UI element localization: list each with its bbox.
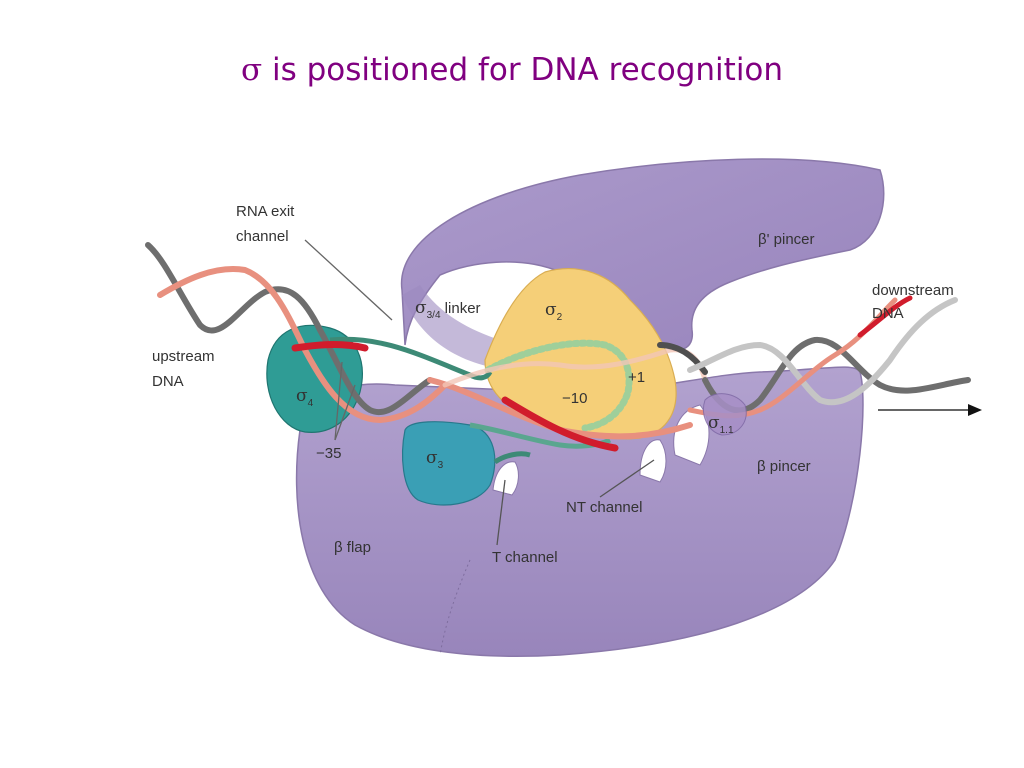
body-divider-line [439,559,471,656]
sigma34-linker-label: σ3/4 linker [415,298,481,321]
nt-channel-leader-line [599,459,655,498]
sigma11-symbol: σ [708,413,720,433]
sigma34-linker-region [402,285,510,370]
sigma4-label: σ4 [296,386,314,409]
sigma2-subscript: 2 [557,312,563,323]
t-channel-leader-line [496,479,506,546]
minus35-element [291,341,369,352]
nt-channel-label: NT channel [566,499,642,516]
sigma4-subscript: 4 [308,398,314,409]
sigma3-subscript: 3 [438,460,444,471]
sigma3-t-strand [493,451,531,465]
sigma34-subscript: 3/4 [427,310,441,321]
beta-prime-pincer-shape [400,158,885,351]
sigma-linker-strand [329,336,493,381]
rna-exit-label-line2: channel [236,228,289,245]
rna-exit-leader-line [304,239,393,321]
minus35-label: −35 [316,445,341,462]
direction-arrow-head [968,404,982,416]
sigma34-linker-text: linker [441,300,481,317]
dna-dark-strand-mid [657,342,708,375]
beta-flap-label: β flap [334,539,371,556]
t-channel-label: T channel [492,549,558,566]
upstream-dna-label-line1: upstream [152,348,215,365]
plus1-label: +1 [628,369,645,386]
sigma2-dna-strand [484,339,633,432]
dna-template-strand-upstream [145,242,433,415]
sigma3-domain [401,421,496,506]
sigma11-subscript: 1.1 [720,425,734,436]
title-sigma-symbol: σ [240,52,263,88]
t-channel-notch [492,461,519,496]
beta-pincer-notch [673,404,710,466]
rna-exit-label-line1: RNA exit [236,203,295,220]
minus35-leader-line-b [334,384,356,441]
sigma11-label: σ1.1 [708,413,734,436]
downstream-dna-label-line1: downstream [872,282,954,299]
minus10-label: −10 [562,390,587,407]
sigma3-symbol: σ [426,448,438,468]
dna-red-strand-downstream [857,295,913,338]
sigma2-symbol: σ [545,300,557,320]
sigma34-symbol: σ [415,298,427,318]
beta-pincer-label: β pincer [757,458,811,475]
downstream-dna-label-line2: DNA [872,305,904,322]
dna-light-strand-downstream [687,297,958,406]
sigma4-symbol: σ [296,386,308,406]
beta-prime-pincer-label: β' pincer [758,231,815,248]
sigma11-domain [703,393,747,436]
sigma3-label: σ3 [426,448,444,471]
page-title: σ is positioned for DNA recognition [0,52,1024,88]
title-text: is positioned for DNA recognition [262,52,784,88]
sigma2-label: σ2 [545,300,563,323]
minus35-leader-line-a [334,361,343,441]
minus10-element [501,396,619,452]
upstream-dna-label-line2: DNA [152,373,184,390]
